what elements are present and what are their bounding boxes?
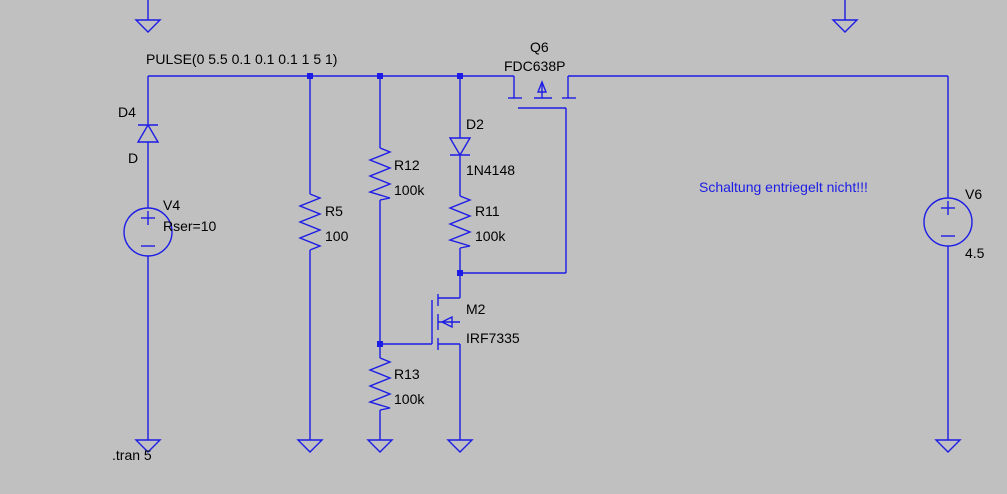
r11-label[interactable]: R11 bbox=[475, 203, 500, 219]
voltage-source-v4[interactable] bbox=[123, 207, 173, 257]
r11-value[interactable]: 100k bbox=[475, 228, 506, 244]
v4-param[interactable]: Rser=10 bbox=[163, 218, 217, 234]
comment-text[interactable]: Schaltung entriegelt nicht!!! bbox=[699, 179, 868, 195]
voltage-source-v6[interactable] bbox=[923, 197, 973, 247]
v6-value[interactable]: 4.5 bbox=[965, 245, 985, 261]
m2-model[interactable]: IRF7335 bbox=[466, 330, 520, 346]
ground-symbol-top-right bbox=[831, 0, 859, 33]
ground-symbol-r5 bbox=[296, 439, 324, 453]
junction-dots bbox=[307, 73, 463, 347]
pulse-source-value[interactable]: PULSE(0 5.5 0.1 0.1 0.1 1 5 1) bbox=[146, 51, 337, 67]
r13-label[interactable]: R13 bbox=[394, 366, 420, 382]
d4-model[interactable]: D bbox=[128, 150, 138, 166]
resistor-r5[interactable] bbox=[298, 193, 322, 251]
d4-label[interactable]: D4 bbox=[118, 104, 136, 120]
diode-d2[interactable] bbox=[448, 137, 472, 157]
ground-symbol-v6 bbox=[934, 439, 962, 453]
d2-model[interactable]: 1N4148 bbox=[466, 162, 515, 178]
m2-label[interactable]: M2 bbox=[466, 301, 486, 317]
r12-label[interactable]: R12 bbox=[394, 157, 420, 173]
resistor-r13[interactable] bbox=[367, 357, 392, 411]
r5-label[interactable]: R5 bbox=[325, 203, 343, 219]
r12-r13-branch-wire[interactable] bbox=[379, 76, 432, 440]
v4-label[interactable]: V4 bbox=[163, 197, 180, 213]
spice-directive[interactable]: .tran 5 bbox=[112, 447, 152, 463]
mosfet-m2[interactable] bbox=[431, 294, 460, 350]
ground-symbol-m2 bbox=[446, 439, 474, 453]
ground-symbol-r13 bbox=[366, 439, 394, 453]
v6-label[interactable]: V6 bbox=[965, 186, 982, 202]
d2-label[interactable]: D2 bbox=[466, 116, 484, 132]
r5-value[interactable]: 100 bbox=[325, 228, 349, 244]
r13-value[interactable]: 100k bbox=[394, 391, 425, 407]
q6-model[interactable]: FDC638P bbox=[504, 58, 565, 74]
q6-label[interactable]: Q6 bbox=[530, 39, 549, 55]
diode-d4[interactable] bbox=[136, 123, 160, 143]
ground-symbol-v4 bbox=[134, 439, 162, 453]
mosfet-q6[interactable] bbox=[508, 76, 576, 109]
r12-value[interactable]: 100k bbox=[394, 182, 425, 198]
ground-symbol-top-left bbox=[134, 0, 162, 33]
resistor-r12[interactable] bbox=[367, 147, 392, 201]
resistor-r11[interactable] bbox=[447, 195, 472, 249]
